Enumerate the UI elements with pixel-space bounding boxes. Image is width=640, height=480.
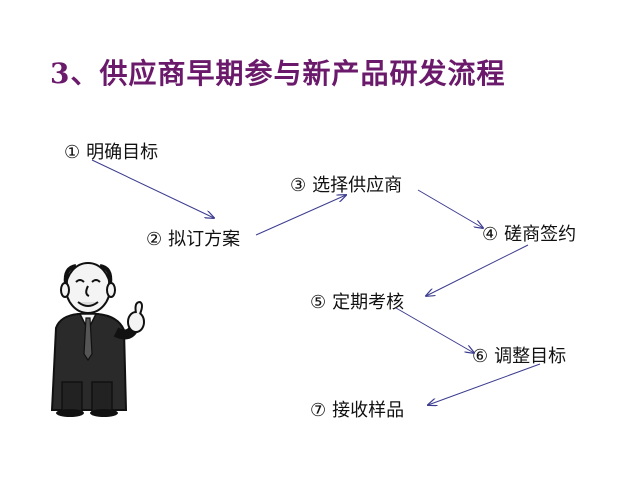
step-label: 接收样品 (332, 400, 405, 421)
page-title: 3、供应商早期参与新产品研发流程 (50, 57, 506, 90)
arrow-4-to-5 (426, 244, 529, 296)
step-label: 调整目标 (494, 346, 567, 367)
step-number: ⑤ (310, 292, 327, 313)
step-number: ② (146, 229, 163, 250)
step-label: 定期考核 (332, 292, 405, 313)
arrow-6-to-7 (428, 363, 541, 405)
step-label: 磋商签约 (504, 224, 577, 245)
step-number: ① (64, 142, 81, 163)
step-label: 明确目标 (86, 142, 159, 163)
step-number: ③ (290, 175, 307, 196)
arrow-5-to-6 (395, 307, 474, 353)
step-number: ⑦ (310, 400, 327, 421)
arrow-2-to-3 (255, 195, 346, 236)
businessman-thumbs-up-icon (50, 262, 145, 417)
step-label: 拟订方案 (168, 229, 241, 250)
step-label: 选择供应商 (312, 175, 403, 196)
arrow-1-to-2 (91, 159, 214, 218)
step-number: ④ (482, 224, 499, 245)
arrow-3-to-4 (417, 189, 483, 228)
